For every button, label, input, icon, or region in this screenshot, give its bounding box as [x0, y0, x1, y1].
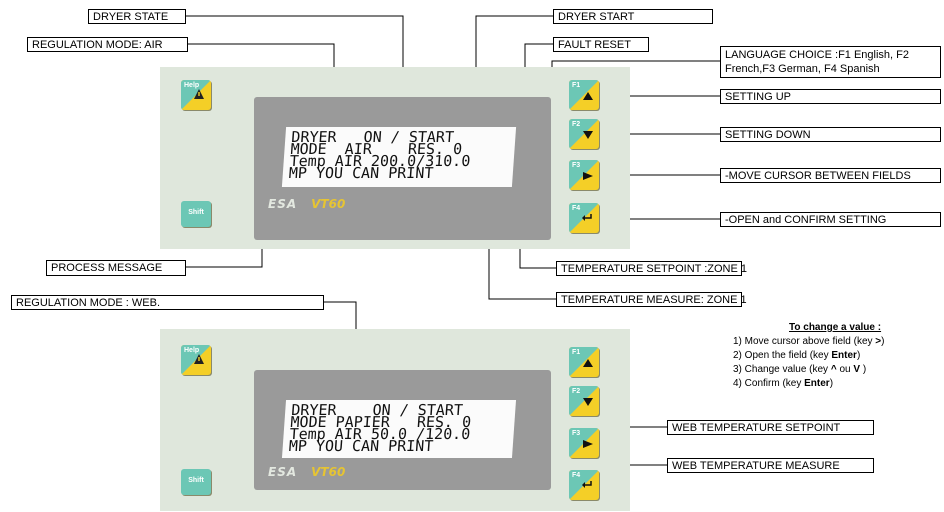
f3-right-key-top[interactable]: F3	[569, 160, 599, 190]
enter-icon	[581, 210, 593, 228]
label-web-measure: WEB TEMPERATURE MEASURE	[667, 458, 874, 473]
f2-down-key-top[interactable]: F2	[569, 119, 599, 149]
esa-logo: ESA	[268, 197, 298, 211]
warning-icon	[193, 352, 205, 370]
instruction-step-4: 4) Confirm (key Enter)	[733, 378, 834, 389]
arrow-down-icon	[583, 393, 593, 411]
instructions-title: To change a value :	[789, 322, 882, 333]
arrow-right-icon	[583, 167, 593, 185]
label-language-choice: LANGUAGE CHOICE :F1 English, F2 French,F…	[720, 46, 941, 78]
help-esc-key-bottom[interactable]: Help	[181, 345, 211, 375]
label-regulation-web: REGULATION MODE : WEB.	[11, 295, 324, 310]
label-dryer-start: DRYER START	[553, 9, 713, 24]
f3-right-key-bottom[interactable]: F3	[569, 428, 599, 458]
label-move-cursor: -MOVE CURSOR BETWEEN FIELDS	[720, 168, 941, 183]
label-dryer-state: DRYER STATE	[88, 9, 186, 24]
model-name: VT60	[311, 197, 346, 211]
label-setting-up: SETTING UP	[720, 89, 941, 104]
warning-icon	[193, 87, 205, 105]
esa-logo: ESA	[268, 465, 298, 479]
label-temp-setpoint: TEMPERATURE SETPOINT :ZONE 1	[556, 261, 747, 276]
label-setting-down: SETTING DOWN	[720, 127, 941, 142]
label-regulation-air: REGULATION MODE: AIR	[27, 37, 188, 52]
enter-icon	[581, 477, 593, 495]
help-esc-key-top[interactable]: Help	[181, 80, 211, 110]
f4-enter-key-bottom[interactable]: F4	[569, 470, 599, 500]
f4-enter-key-top[interactable]: F4	[569, 203, 599, 233]
label-process-message: PROCESS MESSAGE	[46, 260, 186, 276]
instruction-step-1: 1) Move cursor above field (key >)	[733, 336, 885, 347]
lcd-line: MP YOU CAN PRINT	[288, 437, 434, 455]
lcd-display-bottom: DRYER ON / START MODE PAPIER RES. 0 Temp…	[281, 400, 517, 458]
brand-bottom: ESA VT60	[268, 465, 345, 479]
f1-up-key-bottom[interactable]: F1	[569, 347, 599, 377]
label-temp-measure: TEMPERATURE MEASURE: ZONE 1	[556, 292, 747, 307]
instructions: To change a value : 1) Move cursor above…	[733, 321, 884, 391]
shift-key-top[interactable]: Shift	[181, 201, 211, 227]
lcd-line: MP YOU CAN PRINT	[288, 164, 435, 182]
f2-down-key-bottom[interactable]: F2	[569, 386, 599, 416]
arrow-up-icon	[583, 354, 593, 372]
label-open-confirm: -OPEN and CONFIRM SETTING	[720, 212, 941, 227]
arrow-down-icon	[583, 126, 593, 144]
arrow-right-icon	[583, 435, 593, 453]
brand-top: ESA VT60	[268, 197, 345, 211]
instruction-step-3: 3) Change value (key ^ ou V )	[733, 364, 867, 375]
label-fault-reset: FAULT RESET	[553, 37, 649, 52]
arrow-up-icon	[583, 87, 593, 105]
instruction-step-2: 2) Open the field (key Enter)	[733, 350, 861, 361]
model-name: VT60	[311, 465, 346, 479]
lcd-display-top: DRYER ON / START MODE AIR RES. 0 Temp AI…	[281, 127, 517, 187]
label-web-setpoint: WEB TEMPERATURE SETPOINT	[667, 420, 874, 435]
f1-up-key-top[interactable]: F1	[569, 80, 599, 110]
shift-key-bottom[interactable]: Shift	[181, 469, 211, 495]
